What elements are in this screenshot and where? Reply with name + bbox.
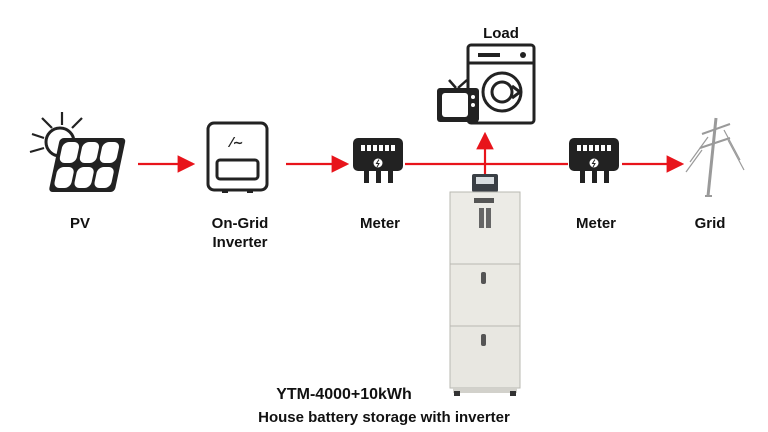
washing-machine-icon — [466, 43, 536, 125]
meter-icon — [353, 138, 403, 183]
tv-icon — [437, 79, 479, 122]
inverter-label: On-Grid Inverter — [190, 214, 290, 252]
inverter-label-line2: Inverter — [212, 234, 268, 251]
svg-text:⁄∼: ⁄∼ — [227, 136, 243, 151]
product-model: YTM-4000+10kWh — [276, 386, 412, 403]
pv-label: PV — [69, 215, 90, 232]
battery-cabinet-icon — [449, 174, 521, 396]
solar-panel-icon — [29, 112, 126, 192]
meter-icon — [569, 138, 619, 183]
product-description: House battery storage with inverter — [258, 409, 510, 426]
meter-right-label: Meter — [575, 215, 616, 232]
inverter-icon: ⁄∼ — [206, 121, 269, 193]
grid-label: Grid — [694, 215, 726, 232]
load-label: Load — [483, 25, 519, 42]
flow-lines — [138, 131, 685, 175]
inverter-label-line1: On-Grid — [211, 215, 269, 232]
utility-pole-icon — [685, 117, 745, 197]
meter-left-label: Meter — [359, 215, 400, 232]
